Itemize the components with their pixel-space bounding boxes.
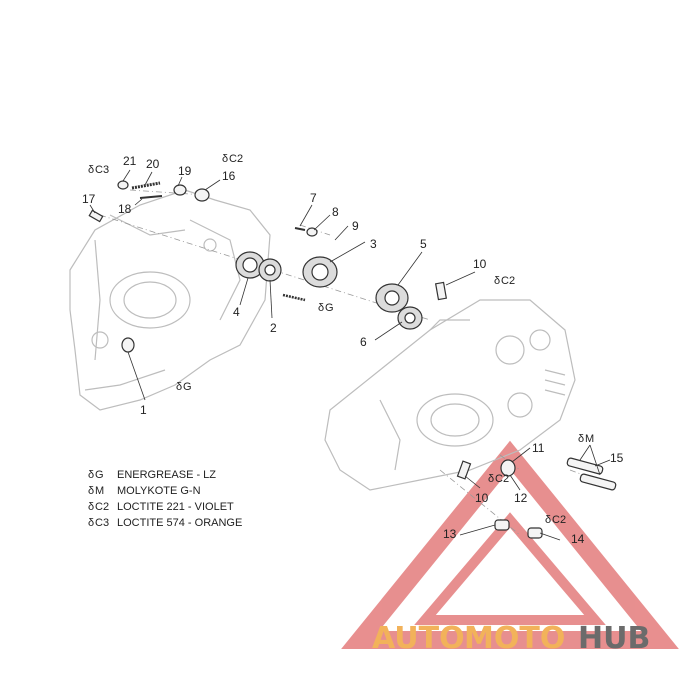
legend-text-c2: LOCTITE 221 - VIOLET — [117, 501, 234, 513]
drop-icon: δ — [318, 302, 324, 314]
callout-21: 21 — [123, 154, 137, 168]
callout-1: 1 — [140, 403, 147, 417]
callout-5: 5 — [420, 237, 427, 251]
lubricant-markers: δ C3 δ C2 δ G δ C2 δ G δ M δ C2 δ C2 — [88, 153, 594, 526]
lubricant-legend: δ G ENERGREASE - LZ δ M MOLYKOTE G-N δ C… — [88, 469, 242, 529]
callout-16: 16 — [222, 169, 236, 183]
callout-7: 7 — [310, 191, 317, 205]
callout-8: 8 — [332, 205, 339, 219]
callout-18: 18 — [118, 202, 132, 216]
callout-3: 3 — [370, 237, 377, 251]
callout-2: 2 — [270, 321, 277, 335]
callout-17: 17 — [82, 192, 96, 206]
callout-10-top: 10 — [473, 257, 487, 271]
legend-code-m: M — [95, 485, 104, 497]
legend-code-g: G — [95, 469, 104, 481]
part-13-dowel — [494, 519, 510, 531]
part-11-bushing — [500, 459, 516, 477]
legend-text-c3: LOCTITE 574 - ORANGE — [117, 517, 242, 529]
legend-text-m: MOLYKOTE G-N — [117, 485, 201, 497]
drop-icon: δ — [176, 381, 182, 393]
marker-c2-12: C2 — [495, 473, 509, 485]
legend-code-c3: C3 — [95, 517, 109, 529]
watermark-logo — [341, 440, 679, 649]
part-10-stud-top — [434, 281, 448, 301]
leader-lines — [89, 169, 611, 541]
right-crankcase-half — [324, 299, 576, 491]
watermark-hub: HUB — [578, 621, 650, 656]
callout-11: 11 — [532, 441, 545, 455]
drop-icon: δ — [494, 275, 500, 287]
marker-c2-top: C2 — [229, 153, 243, 165]
marker-c2-14: C2 — [552, 514, 566, 526]
callout-10-bottom: 10 — [475, 491, 489, 505]
drop-icon: δ — [88, 501, 94, 513]
watermark-auto: AUTO — [372, 621, 465, 656]
marker-c3-top: C3 — [95, 164, 109, 176]
drop-icon: δ — [88, 517, 94, 529]
part-1-seal — [121, 337, 135, 353]
callout-19: 19 — [178, 164, 192, 178]
part-20-spring — [131, 181, 161, 190]
callout-14: 14 — [571, 532, 585, 546]
parts — [88, 180, 617, 539]
callout-6: 6 — [360, 335, 367, 349]
watermark-moto: MOTO — [464, 621, 565, 656]
part-15-pin-a — [566, 457, 604, 475]
watermark-text: AUTO MOTO HUB — [372, 621, 650, 656]
drop-icon: δ — [88, 485, 94, 497]
legend-text-g: ENERGREASE - LZ — [117, 469, 216, 481]
part-14-dowel — [527, 527, 543, 539]
callout-12: 12 — [514, 491, 528, 505]
drop-icon: δ — [578, 433, 584, 445]
part-10-stud-bottom — [456, 460, 472, 480]
drop-icon: δ — [88, 164, 94, 176]
drop-icon: δ — [545, 514, 551, 526]
part-15-pin-b — [579, 473, 617, 491]
callout-labels: 21 20 19 16 18 17 7 8 9 3 5 4 2 6 1 10 1… — [82, 154, 624, 546]
part-bolt — [282, 293, 306, 302]
callout-4: 4 — [233, 305, 240, 319]
part-7-screw — [294, 227, 306, 231]
callout-15: 15 — [610, 451, 624, 465]
drop-icon: δ — [488, 473, 494, 485]
part-18-pin — [139, 195, 163, 199]
part-21-cap — [117, 180, 129, 190]
marker-g-left: G — [183, 381, 192, 393]
part-16-cap — [194, 188, 210, 202]
drop-icon: δ — [88, 469, 94, 481]
marker-m-15: M — [585, 433, 594, 445]
part-8-cap — [306, 227, 318, 237]
marker-g-mid: G — [325, 302, 334, 314]
callout-20: 20 — [146, 157, 160, 171]
part-17-screw — [88, 209, 104, 223]
part-19-ring — [173, 184, 187, 196]
legend-code-c2: C2 — [95, 501, 109, 513]
callout-9: 9 — [352, 219, 359, 233]
drop-icon: δ — [222, 153, 228, 165]
marker-c2-10: C2 — [501, 275, 515, 287]
left-crankcase-half — [69, 189, 271, 411]
callout-13: 13 — [443, 527, 457, 541]
